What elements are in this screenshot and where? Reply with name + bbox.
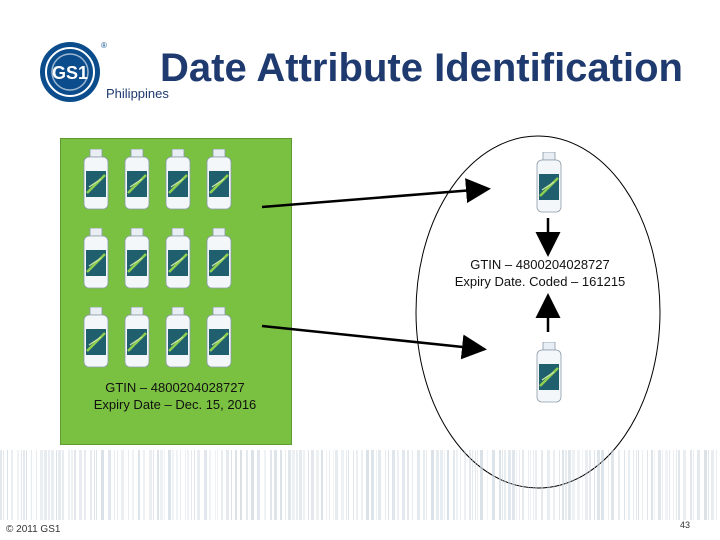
bottle-icon <box>204 306 232 368</box>
bottle-icon <box>163 306 191 368</box>
single-bottle-bottom <box>534 341 564 409</box>
bottle-icon <box>81 306 109 368</box>
gs1-logo: GS1 ® <box>38 38 110 104</box>
bottle-icon <box>122 148 150 210</box>
bottle-icon <box>204 148 232 210</box>
arrow-icon <box>261 178 491 209</box>
bottle-icon <box>122 227 150 289</box>
page-subtitle: Philippines <box>106 86 169 101</box>
box-caption-expiry: Expiry Date – Dec. 15, 2016 <box>93 397 257 412</box>
single-bottle-top <box>534 151 564 219</box>
logo-text: GS1 <box>52 63 88 83</box>
circle-caption: GTIN – 4800204028727 Expiry Date. Coded … <box>440 256 640 290</box>
circle-caption-expiry: Expiry Date. Coded – 161215 <box>454 274 626 289</box>
copyright: © 2011 GS1 <box>6 524 61 535</box>
bottle-icon <box>81 148 109 210</box>
arrow-icon <box>261 324 487 360</box>
page-number: 43 <box>680 520 691 530</box>
circle-caption-gtin: GTIN – 4800204028727 <box>470 257 610 272</box>
bottle-icon <box>536 151 562 213</box>
box-caption: GTIN – 4800204028727 Expiry Date – Dec. … <box>60 379 290 413</box>
bottle-icon <box>81 227 109 289</box>
box-caption-gtin: GTIN – 4800204028727 <box>105 380 245 395</box>
single-item-circle <box>414 134 662 490</box>
bottle-icon <box>122 306 150 368</box>
bottle-icon <box>163 148 191 210</box>
bottle-icon <box>536 341 562 403</box>
registered-mark: ® <box>101 41 107 50</box>
bottle-icon <box>204 227 232 289</box>
page-title: Date Attribute Identification <box>160 46 683 90</box>
bottle-icon <box>163 227 191 289</box>
barcode-decoration <box>0 450 717 520</box>
product-box <box>60 138 292 445</box>
